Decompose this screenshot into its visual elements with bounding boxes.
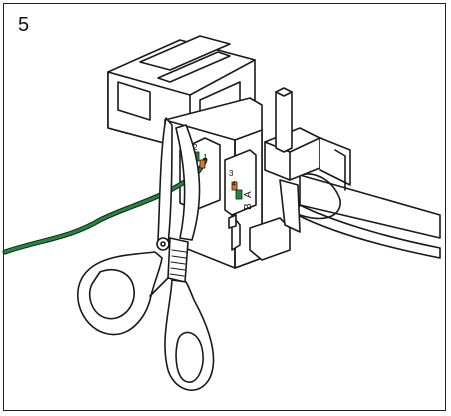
cable bbox=[299, 174, 441, 239]
pin-label-2: 2 bbox=[193, 143, 198, 152]
terminal-orange-1 bbox=[199, 159, 206, 169]
pin-label-4: 4 bbox=[232, 181, 236, 188]
step-number: 5 bbox=[18, 14, 30, 36]
pin-label-1: 1 bbox=[203, 153, 208, 162]
terminal-orange-2 bbox=[231, 181, 238, 191]
scissors-blade-right bbox=[175, 124, 201, 241]
terminal-green-2 bbox=[235, 189, 243, 200]
pin-label-3: 3 bbox=[229, 169, 234, 178]
scissors bbox=[77, 117, 215, 391]
clamp-post bbox=[275, 87, 293, 153]
letter-b: B bbox=[243, 203, 254, 210]
letter-a: A bbox=[243, 191, 254, 198]
